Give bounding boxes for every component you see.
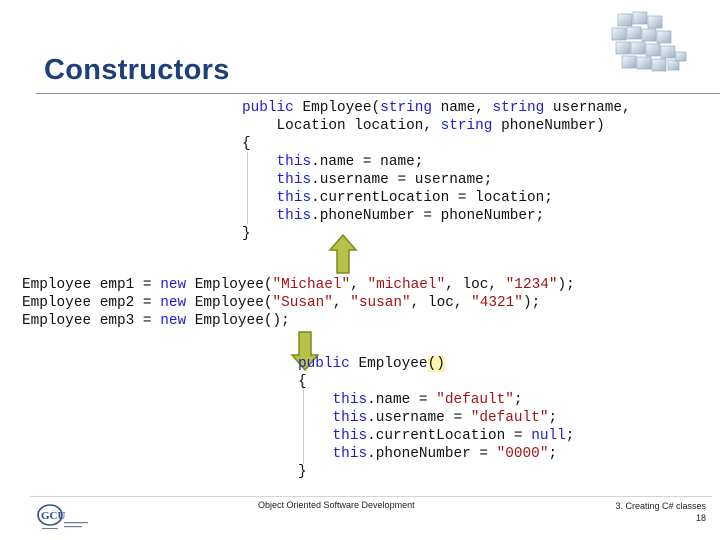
- code-text: ;: [548, 410, 558, 426]
- page-number: 18: [695, 513, 706, 523]
- code-line: }: [242, 226, 251, 242]
- string-literal: "0000": [496, 446, 549, 462]
- footer-course-title: Object Oriented Software Development: [258, 500, 415, 510]
- indent-guide: [303, 382, 304, 464]
- keyword: new: [160, 313, 187, 329]
- instantiation-code-block: Employee emp1 = new Employee("Michael", …: [22, 276, 575, 330]
- code-line: public Employee(): [298, 355, 574, 373]
- code-text: .currentLocation =: [367, 428, 532, 444]
- keyword: this: [332, 446, 368, 462]
- code-text: Employee: [349, 356, 428, 372]
- code-text: .username = username;: [311, 172, 493, 188]
- keyword: this: [332, 410, 368, 426]
- keyword: this: [276, 208, 312, 224]
- keyword: new: [160, 277, 187, 293]
- code-line: this.currentLocation = location;: [242, 189, 631, 207]
- code-text: ,: [350, 277, 368, 293]
- string-literal: "michael": [367, 277, 446, 293]
- string-literal: "Michael": [272, 277, 351, 293]
- code-line: this.phoneNumber = "0000";: [298, 445, 574, 463]
- svg-text:GCU: GCU: [41, 510, 66, 522]
- code-line: {: [298, 374, 307, 390]
- keyword: null: [531, 428, 566, 444]
- arrow-down-icon: [290, 331, 320, 372]
- keyword: string: [440, 118, 493, 134]
- code-text: username,: [544, 100, 631, 116]
- code-text: );: [522, 295, 541, 311]
- code-line: Employee emp2 = new Employee("Susan", "s…: [22, 294, 575, 312]
- title-divider: [36, 93, 720, 94]
- code-text: Employee();: [186, 313, 290, 329]
- code-line: Employee emp1 = new Employee("Michael" , …: [22, 276, 575, 294]
- keyword: this: [276, 190, 312, 206]
- keyword: this: [276, 172, 312, 188]
- string-literal: "Susan": [272, 295, 333, 311]
- slide-title: Constructors: [44, 54, 230, 86]
- code-line: this.name = "default";: [298, 391, 574, 409]
- code-text: name,: [432, 100, 493, 116]
- keyword: public: [242, 100, 294, 116]
- indent-guide: [247, 152, 248, 224]
- code-line: this.username = "default";: [298, 409, 574, 427]
- code-text: Employee emp3 =: [22, 313, 161, 329]
- code-line: this.username = username;: [242, 171, 631, 189]
- code-text: .phoneNumber = phoneNumber;: [311, 208, 545, 224]
- code-line: this.name = name;: [242, 153, 631, 171]
- code-line: Employee emp3 = new Employee();: [22, 312, 575, 330]
- code-line: Location location, string phoneNumber): [242, 117, 631, 135]
- string-literal: "4321": [471, 295, 523, 311]
- arrow-up-icon: [328, 233, 358, 274]
- code-text: );: [557, 277, 575, 293]
- string-literal: "susan": [350, 295, 411, 311]
- code-text: Location location,: [242, 118, 441, 134]
- code-text: .name = name;: [311, 154, 424, 170]
- code-line: }: [298, 464, 307, 480]
- code-text: .name =: [367, 392, 437, 408]
- highlighted-parens: (): [427, 356, 445, 372]
- string-literal: "1234": [505, 277, 558, 293]
- code-text: Employee emp2 =: [22, 295, 161, 311]
- code-text: .phoneNumber =: [367, 446, 497, 462]
- code-line: this.currentLocation = null;: [298, 427, 575, 445]
- string-literal: "default": [470, 410, 549, 426]
- keyword: string: [380, 100, 433, 116]
- keyword: new: [160, 295, 187, 311]
- code-text: ;: [513, 392, 523, 408]
- code-text: phoneNumber): [492, 118, 605, 134]
- code-text: Employee(: [186, 295, 273, 311]
- code-line: public Employee(string name, string user…: [242, 99, 631, 117]
- code-text: Employee emp1 =: [22, 277, 161, 293]
- code-text: Employee(: [293, 100, 381, 116]
- code-text: , loc,: [410, 295, 472, 311]
- constructor-code-block: public Employee(string name, string user…: [242, 99, 631, 243]
- code-text: .currentLocation = location;: [311, 190, 553, 206]
- keyword: this: [276, 154, 312, 170]
- cubes-icon: [611, 11, 687, 72]
- code-text: ;: [565, 428, 575, 444]
- keyword: this: [332, 428, 368, 444]
- keyword: string: [492, 100, 545, 116]
- default-constructor-code-block: public Employee(){ this.name = "default"…: [298, 355, 574, 481]
- code-text: Employee(: [186, 277, 273, 293]
- code-line: this.phoneNumber = phoneNumber;: [242, 207, 631, 225]
- code-text: ,: [332, 295, 351, 311]
- footer-divider: [30, 496, 712, 497]
- code-line: {: [242, 136, 251, 152]
- keyword: this: [332, 392, 368, 408]
- string-literal: "default": [436, 392, 514, 408]
- footer-info: 3. Creating C# classes 18: [615, 500, 706, 524]
- code-text: , loc,: [445, 277, 506, 293]
- code-text: .username =: [367, 410, 471, 426]
- keyword: public: [298, 356, 350, 372]
- university-logo: GCU: [37, 504, 88, 529]
- code-text: ;: [548, 446, 558, 462]
- footer-section: 3. Creating C# classes: [615, 501, 706, 511]
